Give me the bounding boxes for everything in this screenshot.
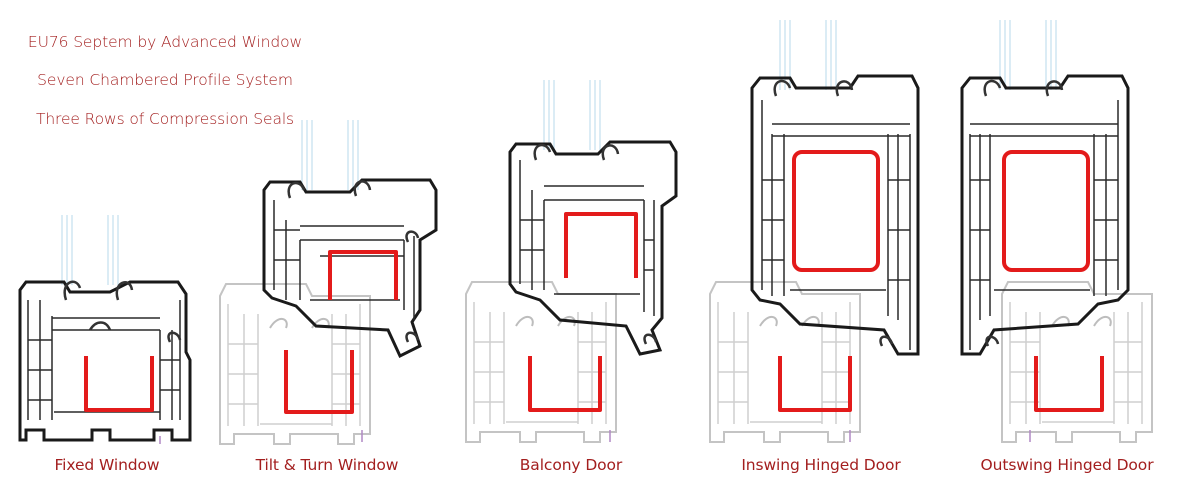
profile-balcony-door — [465, 79, 678, 443]
label-inswing-hinged-door: Inswing Hinged Door — [741, 456, 901, 474]
label-fixed-window: Fixed Window — [54, 456, 160, 474]
label-balcony-door: Balcony Door — [519, 456, 623, 474]
profile-tilt-turn-window — [219, 119, 438, 445]
label-outswing-hinged-door: Outswing Hinged Door — [980, 456, 1154, 474]
header-line-3: Three Rows of Compression Seals — [35, 110, 295, 128]
header-line-2: Seven Chambered Profile System — [37, 71, 293, 89]
profile-outswing-hinged-door — [960, 19, 1153, 443]
profile-inswing-hinged-door — [709, 19, 920, 443]
header-line-1: EU76 Septem by Advanced Window — [27, 33, 303, 51]
label-tilt-turn-window: Tilt & Turn Window — [255, 456, 399, 474]
profile-fixed-window — [18, 214, 192, 444]
